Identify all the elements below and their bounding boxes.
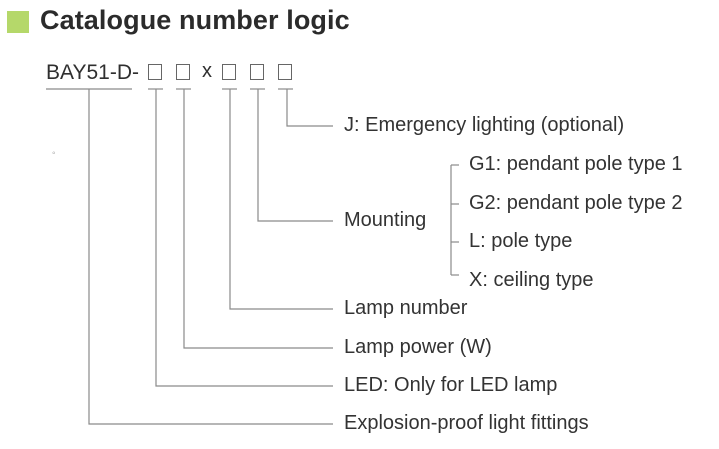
- code-slot-mounting: [250, 64, 264, 80]
- mounting-option-g2: G2: pendant pole type 2: [469, 192, 683, 214]
- label-explosion-proof: Explosion-proof light fittings: [344, 412, 589, 434]
- mounting-option-g1: G1: pendant pole type 1: [469, 153, 683, 175]
- mounting-option-x: X: ceiling type: [469, 269, 594, 291]
- code-slot-led: [148, 64, 162, 80]
- connector-explosion-proof: [88, 89, 333, 425]
- connector-lamp-number: [229, 89, 333, 310]
- code-separator: x: [202, 60, 212, 82]
- mounting-option-l: L: pole type: [469, 230, 573, 252]
- label-led: LED: Only for LED lamp: [344, 374, 558, 396]
- stray-mark: ◦: [52, 148, 56, 159]
- label-lamp-number: Lamp number: [344, 297, 468, 319]
- catalogue-code-prefix: BAY51-D-: [46, 61, 139, 84]
- label-emergency: J: Emergency lighting (optional): [344, 114, 625, 136]
- label-mounting: Mounting: [344, 209, 427, 231]
- code-slot-lamp-number: [222, 64, 236, 80]
- connector-mounting: [257, 89, 333, 222]
- page-title: Catalogue number logic: [40, 5, 350, 35]
- code-slot-emergency: [278, 64, 292, 80]
- title-accent-square: [7, 11, 29, 33]
- connector-lamp-power: [183, 89, 333, 349]
- connector-emergency: [286, 89, 333, 127]
- connector-led: [155, 89, 333, 387]
- code-slot-power: [176, 64, 190, 80]
- label-lamp-power: Lamp power (W): [344, 336, 492, 358]
